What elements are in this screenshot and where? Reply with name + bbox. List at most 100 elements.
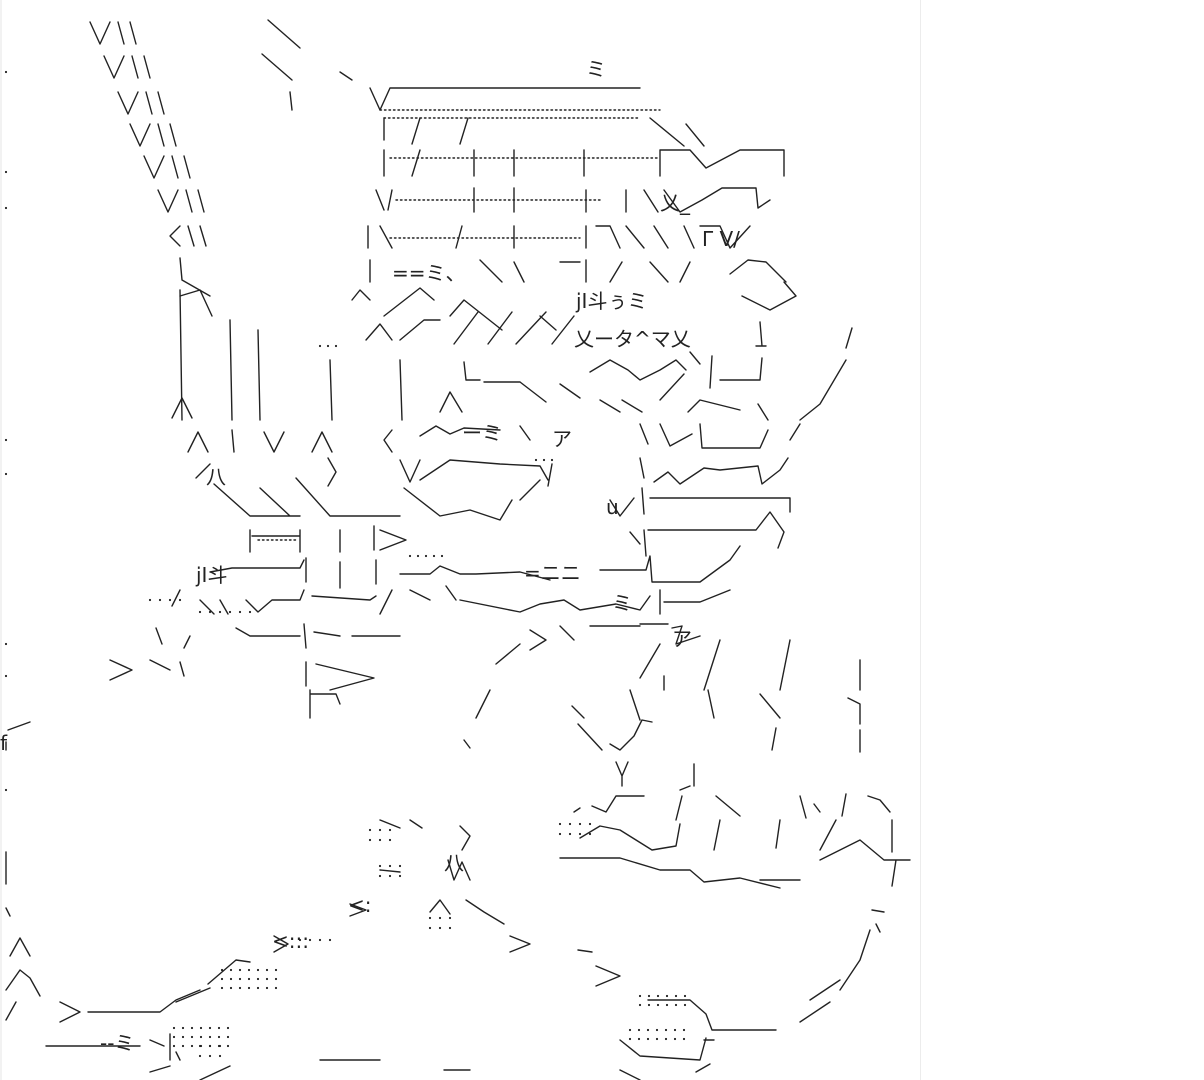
stipple-dot [328, 938, 332, 942]
stipple-dot [368, 838, 372, 842]
stipple-dot [664, 1037, 668, 1041]
stipple-dot [673, 1028, 677, 1032]
grid-row-4 [369, 259, 787, 283]
lower-chevrons [9, 929, 871, 991]
y-and-j [615, 761, 695, 791]
stipple-dot [637, 1037, 641, 1041]
stipple-dot [664, 1028, 668, 1032]
glyph-lt-colon: <: [348, 893, 372, 917]
stipple-dot [208, 1026, 212, 1030]
stipple-dot [238, 986, 242, 990]
stipple-dot [226, 1026, 230, 1030]
glyph-a-2: ア [672, 627, 692, 651]
ascii-art-canvas: ミ ==ミ、 jI斗ぅミ 乂ータ^マ乂 乂_ Γ V/ jI斗 =ニニ ミ ア … [0, 0, 911, 1080]
glyph-jitou-small: jI斗 [195, 563, 227, 587]
stipple-dot [190, 1044, 194, 1048]
stipple-dot [682, 1028, 686, 1032]
right-bottom-1 [609, 487, 791, 517]
grid-row-3 [367, 225, 751, 249]
edge-dot [4, 788, 8, 792]
stipple-dot [638, 1003, 642, 1007]
edge-dot [4, 170, 8, 174]
stipple-dot [550, 458, 554, 462]
stipple-dot [248, 610, 252, 614]
stipple-dot [247, 968, 251, 972]
stipple-dot [238, 610, 242, 614]
right-small [771, 727, 861, 753]
stipple-dot [655, 1028, 659, 1032]
edge-lines [149, 1063, 711, 1080]
stipple-dot [665, 1003, 669, 1007]
stipple-dot [558, 822, 562, 826]
stipple-dot [542, 458, 546, 462]
tick-mark [289, 91, 293, 111]
small-ticks-2 [5, 907, 885, 933]
stipple-dot [646, 1037, 650, 1041]
whisker-left [349, 899, 505, 925]
body-line-3 [179, 289, 213, 317]
grid-row-1 [383, 149, 585, 177]
stipple-dot [178, 598, 182, 602]
collar-line [419, 459, 553, 487]
glyph-hachi-1: 八 [206, 465, 226, 489]
glyph-top-mi: ミ [586, 57, 606, 81]
hat-dash [339, 71, 353, 81]
stipple-dot [558, 832, 562, 836]
stipple-dot [226, 1035, 230, 1039]
stipple-dot [256, 977, 260, 981]
chevron-4 [129, 123, 177, 147]
sword-right [599, 545, 741, 583]
glyph-nyuta: 乂ータ^マ乂 [574, 327, 691, 351]
right-ticks [755, 321, 853, 349]
stipple-dot [568, 832, 572, 836]
edge-dot [4, 438, 8, 442]
stipple-dot [440, 554, 444, 558]
face-line-3 [439, 373, 741, 413]
lower-band-2-right [529, 623, 701, 651]
stipple-dot [229, 986, 233, 990]
lower-ticks [571, 675, 861, 725]
stipple-dot [588, 822, 592, 826]
peak-2 [187, 431, 209, 453]
stipple-dot [428, 916, 432, 920]
stipple-dot [172, 1044, 176, 1048]
paw-outline [5, 987, 831, 1031]
angle-left [383, 429, 393, 453]
chevron-2 [103, 55, 151, 79]
stipple-dot [318, 938, 322, 942]
stipple-dot [647, 994, 651, 998]
glyph-hachi-2: 八 [444, 851, 464, 875]
stipple-dot [388, 828, 392, 832]
left-small [5, 721, 31, 751]
stipple-dot [637, 1028, 641, 1032]
stipple-dots [4, 70, 687, 1058]
glyph-nyu: 乂_ [660, 191, 691, 215]
stipple-dot [172, 1035, 176, 1039]
stipple-dot [229, 977, 233, 981]
stipple-dot [220, 986, 224, 990]
chevron-7 [169, 225, 207, 247]
stipple-dot [229, 968, 233, 972]
glyph-eq-mi: ==ミ、 [392, 261, 466, 285]
glyph-gamma-v: Γ V/ [702, 227, 740, 251]
stipple-dot [398, 864, 402, 868]
stipple-dot [683, 1003, 687, 1007]
paw-middle [379, 819, 893, 853]
mouth-line [419, 425, 531, 441]
hat-rim [369, 87, 641, 111]
stipple-dot [378, 874, 382, 878]
stipple-dot [388, 864, 392, 868]
stipple-dot [638, 994, 642, 998]
stipple-dot [628, 1028, 632, 1032]
body-line-4 [229, 319, 233, 421]
stipple-dot [646, 1028, 650, 1032]
brace-right [327, 457, 337, 487]
stipple-dot [256, 986, 260, 990]
stipple-dot [682, 1037, 686, 1041]
glyph-jitou: jI斗ぅミ [575, 289, 647, 313]
right-diagonal-1 [757, 359, 847, 421]
short-line [231, 429, 235, 453]
sword-line [209, 557, 551, 589]
stipple-dot [674, 1003, 678, 1007]
stipple-dot [181, 1026, 185, 1030]
